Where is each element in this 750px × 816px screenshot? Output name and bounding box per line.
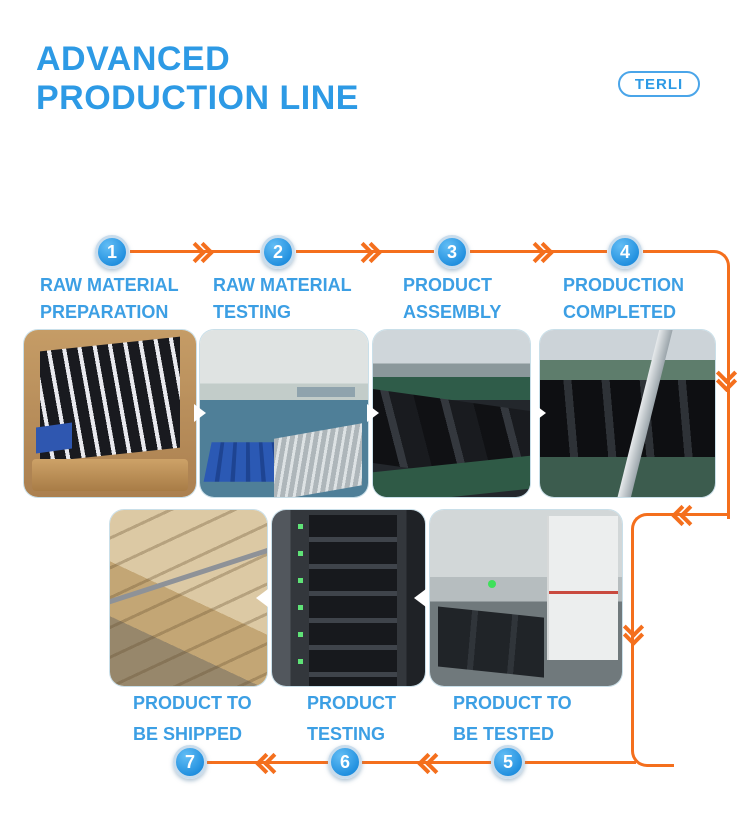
photo-detail: [32, 459, 188, 491]
step-circle-1: 1: [95, 235, 129, 269]
step-label-raw-material-testing: RAW MATERIAL TESTING: [213, 272, 352, 326]
step-circle-5: 5: [491, 745, 525, 779]
photo-detail: [274, 423, 362, 497]
brand-badge-label: TERLI: [634, 75, 684, 93]
step-label-line: TESTING: [213, 302, 292, 322]
step-label-line: TESTING: [307, 724, 386, 744]
step-label-product-to-be-shipped: PRODUCT TO BE SHIPPED: [133, 688, 252, 750]
photo-detail: [36, 422, 72, 454]
flow-connector: [130, 250, 260, 253]
step-number: 5: [502, 752, 513, 772]
flow-connector-elbow: [631, 549, 674, 767]
photo-detail: [540, 380, 715, 457]
flow-connector: [362, 761, 491, 764]
photo-detail: [297, 386, 355, 397]
photo-product-to-be-tested: [430, 510, 622, 686]
step-number: 1: [106, 242, 117, 262]
step-circle-4: 4: [608, 235, 642, 269]
step-label-product-testing: PRODUCT TESTING: [307, 688, 396, 750]
step-label-line: BE TESTED: [453, 724, 555, 744]
step-label-line: BE SHIPPED: [133, 724, 243, 744]
step-label-line: PREPARATION: [40, 302, 169, 322]
photo-product-testing: [272, 510, 425, 686]
photo-detail: [548, 590, 618, 594]
photo-flow-notch-right: [367, 404, 379, 422]
photo-flow-notch-left: [256, 589, 268, 607]
step-number: 3: [446, 242, 457, 262]
photo-product-assembly: [373, 330, 530, 497]
step-number: 7: [184, 752, 195, 772]
step-label-line: RAW MATERIAL: [213, 275, 352, 295]
step-circle-2: 2: [261, 235, 295, 269]
photo-product-to-be-shipped: [110, 510, 267, 686]
step-label-product-assembly: PRODUCT ASSEMBLY: [403, 272, 501, 326]
step-number: 6: [339, 752, 350, 772]
photo-flow-notch-right: [194, 404, 206, 422]
step-label-line: RAW MATERIAL: [40, 275, 179, 295]
step-label-line: PRODUCT TO: [133, 693, 252, 713]
flow-connector: [470, 250, 607, 253]
flow-connector-elbow: [631, 513, 730, 558]
step-circle-3: 3: [435, 235, 469, 269]
step-label-raw-material-preparation: RAW MATERIAL PREPARATION: [40, 272, 179, 326]
photo-flow-notch-left: [414, 589, 426, 607]
page-title-line2: PRODUCTION LINE: [36, 79, 359, 117]
flow-connector: [296, 250, 434, 253]
step-label-line: PRODUCTION: [563, 275, 684, 295]
page-title: ADVANCED PRODUCTION LINE: [36, 40, 359, 118]
photo-detail: [437, 606, 544, 678]
step-label-line: PRODUCT TO: [453, 693, 572, 713]
page-title-line1: ADVANCED: [36, 40, 231, 78]
step-circle-7: 7: [173, 745, 207, 779]
step-label-line: PRODUCT: [307, 693, 396, 713]
step-label-line: ASSEMBLY: [403, 302, 502, 322]
step-number: 2: [272, 242, 283, 262]
photo-raw-material-preparation: [24, 330, 196, 497]
photo-detail: [298, 524, 303, 669]
step-number: 4: [619, 242, 630, 262]
photo-detail: [110, 510, 267, 686]
flow-connector-elbow: [643, 250, 730, 519]
step-label-production-completed: PRODUCTION COMPLETED: [563, 272, 684, 326]
flow-connector: [524, 761, 636, 764]
photo-raw-material-testing: [200, 330, 368, 497]
photo-detail: [546, 516, 618, 661]
photo-detail: [487, 580, 496, 589]
photo-production-completed: [540, 330, 715, 497]
step-circle-6: 6: [328, 745, 362, 779]
photo-detail: [308, 515, 398, 686]
photo-flow-notch-right: [534, 404, 546, 422]
step-label-line: COMPLETED: [563, 302, 677, 322]
flow-connector: [207, 761, 328, 764]
step-label-line: PRODUCT: [403, 275, 492, 295]
step-label-product-to-be-tested: PRODUCT TO BE TESTED: [453, 688, 572, 750]
brand-badge: TERLI: [618, 71, 700, 97]
